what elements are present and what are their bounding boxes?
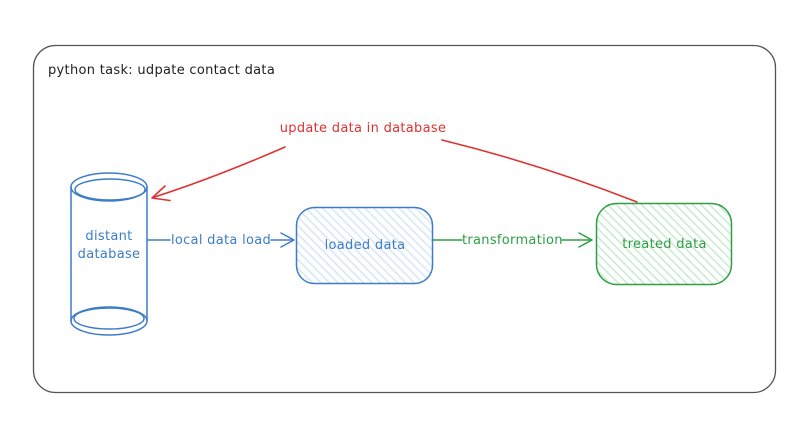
database-node-label: distant database	[77, 229, 141, 262]
task-frame	[32, 44, 777, 394]
database-cylinder	[70, 172, 148, 336]
update-arrow-label: update data in database	[279, 121, 447, 136]
loaded-data-node	[295, 206, 434, 285]
update-arrow	[151, 139, 638, 203]
load-arrow	[146, 232, 295, 248]
frame-title: python task: udpate contact data	[48, 63, 276, 78]
loaded-data-node-label: loaded data	[324, 238, 406, 253]
load-arrow-label: local data load	[170, 233, 272, 248]
treated-data-node	[595, 202, 733, 286]
transform-arrow	[432, 232, 593, 248]
transform-arrow-label: transformation	[462, 233, 563, 248]
treated-data-node-label: treated data	[622, 237, 707, 252]
